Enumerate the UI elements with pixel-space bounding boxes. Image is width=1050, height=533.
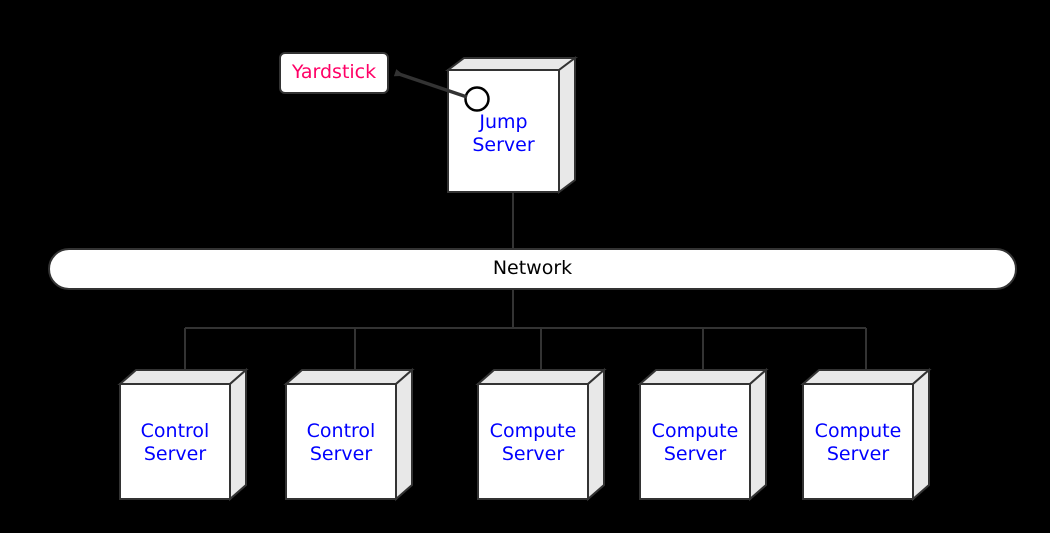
node-control-server-2 — [283, 367, 415, 502]
yardstick-box — [279, 52, 389, 94]
node-control-server-1 — [117, 367, 249, 502]
network-bar — [48, 248, 1017, 290]
node-jump-server — [445, 56, 578, 194]
node-compute-server-1 — [475, 367, 607, 502]
node-compute-server-2 — [637, 367, 769, 502]
link-jumpserver-yardstick — [393, 69, 468, 99]
lollipop-interface-icon — [464, 86, 490, 112]
node-compute-server-3 — [800, 367, 932, 502]
